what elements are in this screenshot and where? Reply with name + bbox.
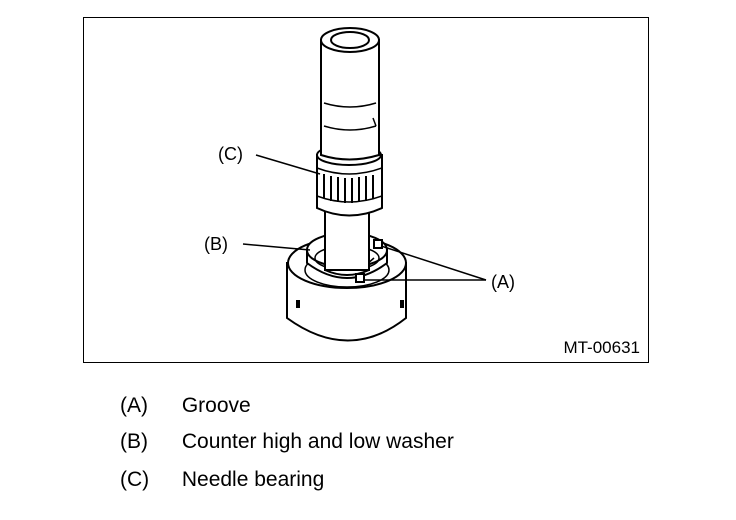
legend-text: Counter high and low washer [181,430,454,453]
legend-item-c: (C) Needle bearing [120,467,324,493]
callout-c: (C) [218,144,243,164]
legend-text: Needle bearing [181,468,325,491]
figure-frame: (C) (B) (A) MT-00631 [83,17,649,363]
shaft [324,207,383,283]
legend-key: (C) [120,468,150,491]
needle-bearing [316,144,383,217]
callout-a: (A) [491,272,515,292]
callout-b: (B) [204,234,228,254]
shaft-upper [320,27,380,161]
figure-id-label: MT-00631 [563,338,640,357]
legend-key: (A) [120,394,148,417]
legend-item-a: (A) Groove [120,393,251,419]
legend-item-b: (B) Counter high and low washer [120,429,454,455]
leader-lines [242,154,487,281]
legend-key: (B) [120,430,148,453]
legend-text: Groove [181,394,251,417]
shaft-illustration [242,27,487,342]
